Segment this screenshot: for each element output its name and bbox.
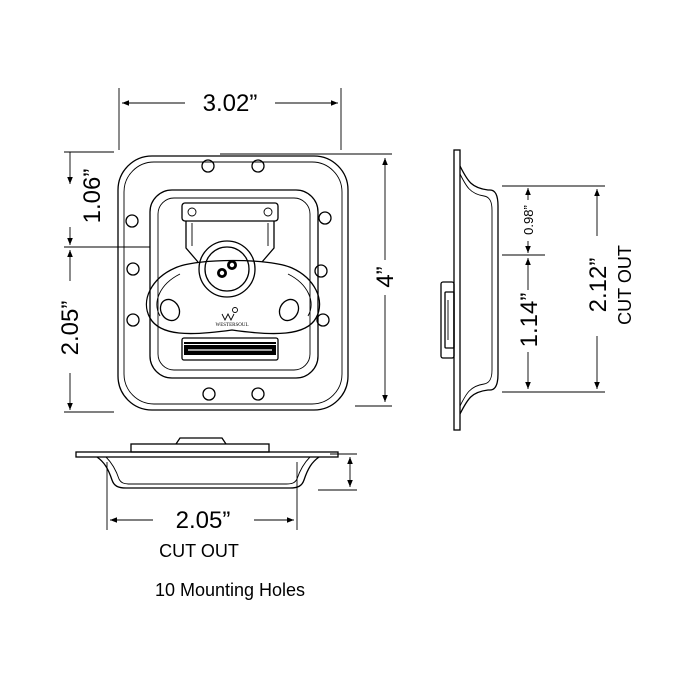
dim-top-width: 3.02” — [203, 90, 258, 117]
dim-lower-height: 2.05” — [57, 301, 84, 356]
dial-inner — [204, 246, 250, 292]
mounting-hole — [126, 313, 140, 327]
bottom-dimensions: 2.05” CUT OUT — [106, 453, 357, 561]
dim-total-height: 4” — [372, 266, 399, 287]
catch-bracket — [181, 202, 279, 263]
flange-outline — [117, 155, 349, 411]
brand-logo: WESTERSOUL — [215, 307, 249, 328]
mounting-hole — [126, 262, 140, 276]
dish-inner — [157, 197, 311, 371]
bottom-handle — [130, 437, 270, 453]
dim-bottom-cutout-label: CUT OUT — [159, 541, 239, 561]
mounting-hole — [251, 387, 265, 401]
mounting-hole — [251, 159, 265, 173]
dial-outer — [198, 240, 256, 298]
front-dimensions: 3.02” 4” 1.06” 2.05” — [57, 88, 399, 413]
dim-upper-height: 1.06” — [79, 169, 106, 224]
side-dimensions: 0.98” 1.14” 2.12” CUT OUT — [502, 185, 635, 393]
mounting-hole — [202, 387, 216, 401]
logo-text: WESTERSOUL — [215, 323, 248, 328]
dim-side-mid: 1.14” — [516, 293, 543, 348]
lever-plate — [145, 259, 321, 335]
mounting-hole — [314, 264, 328, 278]
flange-inner-edge — [123, 161, 343, 405]
side-view — [440, 149, 499, 431]
dim-side-small: 0.98” — [521, 205, 536, 235]
mounting-holes-note: 10 Mounting Holes — [155, 580, 305, 600]
bottom-view — [75, 437, 339, 489]
dim-side-cutout-value: 2.12” — [585, 258, 612, 313]
mounting-hole — [125, 214, 139, 228]
side-dish-profile — [459, 165, 499, 415]
mounting-hole — [318, 211, 332, 225]
lower-handle — [181, 337, 279, 361]
side-handle — [440, 281, 455, 359]
dish-outer — [149, 189, 319, 379]
front-view: WESTERSOUL — [117, 155, 349, 411]
lever-mount-hole-right — [278, 298, 300, 322]
dim-side-cutout-label: CUT OUT — [615, 245, 635, 325]
mounting-holes — [125, 159, 332, 401]
dim-bottom-width: 2.05” — [176, 507, 231, 534]
bottom-dish-profile — [96, 456, 320, 489]
lever-mount-hole-left — [159, 298, 181, 322]
mounting-hole — [201, 159, 215, 173]
bottom-flange — [75, 451, 339, 458]
mounting-hole — [316, 313, 330, 327]
side-flange — [453, 149, 461, 431]
